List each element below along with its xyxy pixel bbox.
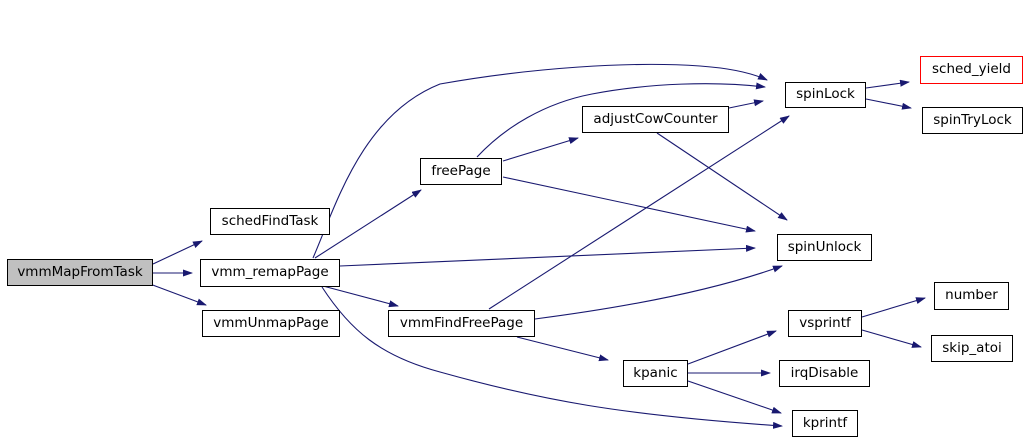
edge-adjustCowCounter-to-spinUnlock bbox=[656, 132, 788, 221]
edge-vmmFindFreePage-to-kpanic bbox=[516, 336, 609, 362]
node-vmmMapFromTask[interactable]: vmmMapFromTask bbox=[7, 259, 153, 286]
node-kprintf[interactable]: kprintf bbox=[792, 410, 858, 437]
edge-spinLock-to-spinTryLock bbox=[865, 98, 912, 110]
edge-vmmFindFreePage-to-spinLock bbox=[488, 115, 790, 310]
edge-adjustCowCounter-to-spinLock bbox=[728, 99, 764, 109]
edge-spinLock-to-sched_yield bbox=[865, 79, 910, 89]
node-sched_yield[interactable]: sched_yield bbox=[920, 56, 1023, 84]
node-kpanic[interactable]: kpanic bbox=[623, 360, 688, 387]
edge-vmmFindFreePage-to-spinUnlock bbox=[534, 265, 783, 320]
node-schedFindTask[interactable]: schedFindTask bbox=[210, 208, 330, 235]
edge-group bbox=[149, 63, 926, 429]
node-skip_atoi[interactable]: skip_atoi bbox=[931, 335, 1013, 362]
edge-vsprintf-to-number bbox=[861, 297, 926, 318]
edge-freePage-to-adjustCowCounter bbox=[502, 137, 579, 162]
node-freePage[interactable]: freePage bbox=[420, 158, 502, 185]
edge-vmm_remapPage-to-kprintf bbox=[321, 286, 783, 429]
edge-kpanic-to-vsprintf bbox=[687, 330, 777, 365]
edge-vmm_remapPage-to-freePage bbox=[314, 189, 422, 259]
node-irqDisable[interactable]: irqDisable bbox=[779, 360, 870, 387]
edge-vmmMapFromTask-to-schedFindTask bbox=[152, 240, 203, 265]
node-number[interactable]: number bbox=[934, 282, 1009, 310]
node-spinUnlock[interactable]: spinUnlock bbox=[777, 234, 872, 261]
node-vsprintf[interactable]: vsprintf bbox=[788, 310, 862, 337]
edge-freePage-to-spinUnlock bbox=[502, 176, 756, 233]
edge-vsprintf-to-skip_atoi bbox=[861, 329, 922, 348]
edge-vmmMapFromTask-to-vmmUnmapPage bbox=[149, 283, 207, 306]
edge-vmm_remapPage-to-spinUnlock bbox=[339, 244, 756, 267]
node-vmmUnmapPage[interactable]: vmmUnmapPage bbox=[202, 310, 340, 337]
edge-vmm_remapPage-to-spinLock bbox=[312, 63, 768, 259]
edge-freePage-to-spinLock bbox=[476, 82, 766, 158]
edge-vmm_remapPage-to-vmmFindFreePage bbox=[322, 285, 399, 308]
edge-kpanic-to-kprintf bbox=[687, 380, 782, 414]
node-adjustCowCounter[interactable]: adjustCowCounter bbox=[582, 106, 729, 133]
node-spinTryLock[interactable]: spinTryLock bbox=[922, 107, 1023, 134]
node-vmm_remapPage[interactable]: vmm_remapPage bbox=[200, 259, 340, 287]
node-vmmFindFreePage[interactable]: vmmFindFreePage bbox=[388, 310, 535, 337]
node-spinLock[interactable]: spinLock bbox=[785, 82, 866, 108]
